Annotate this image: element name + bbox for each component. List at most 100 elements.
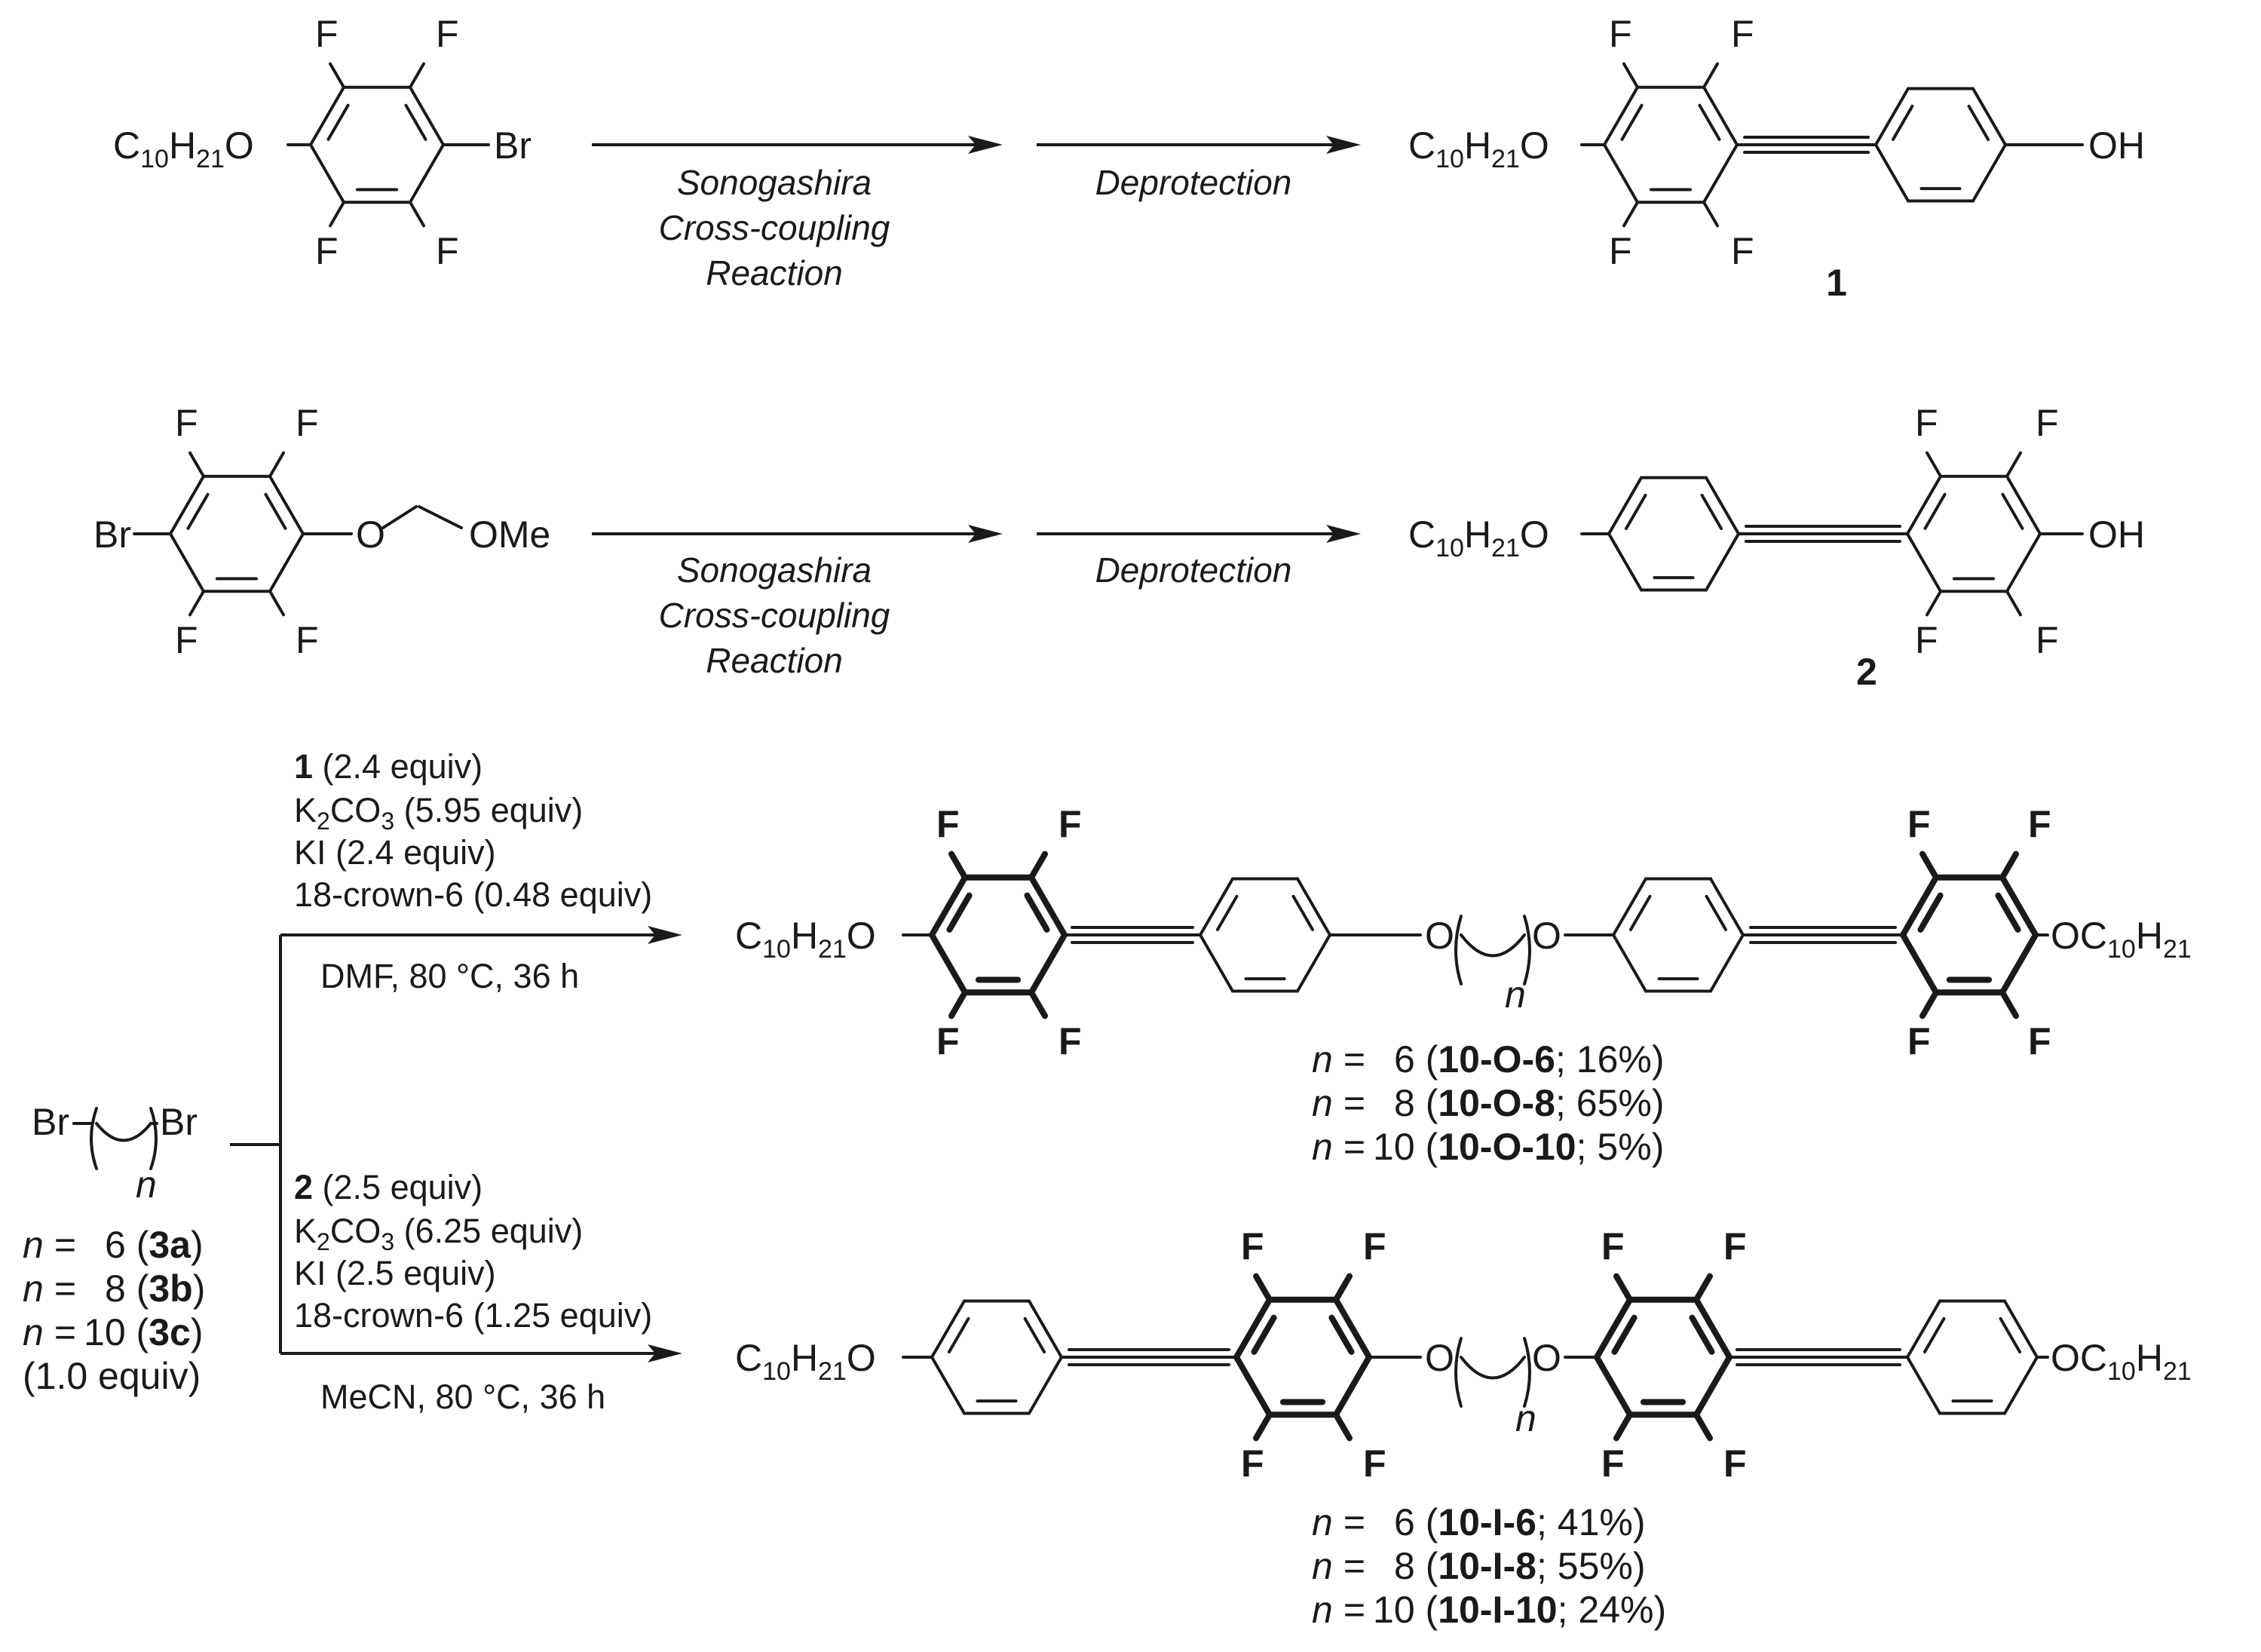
fluoro-atom: F bbox=[1241, 1225, 1264, 1267]
c-f-bond bbox=[188, 590, 205, 617]
c-f-bond bbox=[188, 451, 205, 478]
repeat-bracket bbox=[1523, 915, 1531, 985]
double-bond bbox=[1023, 1316, 1046, 1354]
fluoro-atom: F bbox=[1731, 13, 1754, 55]
product-10-O-dimer: C10H21O F F F F O O n OC10H21 F F F F bbox=[735, 803, 2192, 1062]
reagent-1: 1 (2.4 equiv) bbox=[294, 747, 483, 786]
double-bond bbox=[1995, 892, 2021, 933]
c-f-bond bbox=[1253, 1411, 1273, 1442]
entry-3a: n=6 (3a) bbox=[23, 1224, 204, 1266]
ring-bond bbox=[1906, 532, 1942, 593]
fluoro-atom: F bbox=[296, 402, 319, 444]
double-bond bbox=[1967, 104, 1990, 142]
double-bond bbox=[946, 892, 973, 933]
ring-bond bbox=[929, 874, 968, 938]
yield-row: n=6 (10-O-6; 16%) bbox=[1312, 1038, 1665, 1080]
double-bond bbox=[326, 103, 350, 141]
reagent-crown: 18-crown-6 (0.48 equiv) bbox=[294, 875, 652, 914]
ring-bond bbox=[2005, 532, 2042, 593]
fluoro-atom: F bbox=[1601, 1225, 1625, 1267]
c-f-bond bbox=[409, 62, 425, 89]
c-f-bond bbox=[1028, 851, 1048, 881]
fluoro-atom: F bbox=[315, 230, 339, 272]
repeat-bracket bbox=[149, 1107, 158, 1170]
fluoro-atom: F bbox=[2036, 402, 2059, 444]
deprotection-label: Deprotection bbox=[1095, 163, 1292, 202]
fluoro-atom: F bbox=[436, 13, 459, 55]
c-f-bond bbox=[1613, 1411, 1633, 1442]
ring-bond bbox=[1702, 85, 1739, 146]
repeat-n-label: n bbox=[1505, 973, 1526, 1016]
reaction-label: Reaction bbox=[706, 253, 843, 293]
ring-bond bbox=[1709, 933, 1745, 993]
double-bond bbox=[1891, 104, 1914, 142]
c-f-bond bbox=[329, 201, 345, 228]
row1-starting-material: C10H21O Br F F F F bbox=[113, 13, 532, 272]
double-bond bbox=[1922, 1316, 1946, 1354]
reaction-a-yields: n=6 (10-O-6; 16%) n=8 (10-O-8; 65%) n=10… bbox=[1312, 1038, 1665, 1168]
product-10-I-dimer: C10H21O F F F F O O n F F F F OC10H21 bbox=[735, 1225, 2192, 1485]
double-bond bbox=[1291, 894, 1315, 932]
fluoro-atom: F bbox=[175, 402, 198, 444]
ring-bond bbox=[1333, 1354, 1372, 1418]
reagent-k2co3: K2CO3 (6.25 equiv) bbox=[294, 1212, 583, 1255]
c-f-bond bbox=[1926, 590, 1942, 617]
repeat-n-label: n bbox=[1515, 1397, 1536, 1439]
double-bond bbox=[186, 492, 210, 530]
ring-bond bbox=[1971, 143, 2007, 203]
c-o-bond bbox=[418, 505, 463, 529]
arrow-deprotection-head bbox=[1326, 525, 1361, 543]
ring-bond bbox=[409, 85, 445, 146]
decyloxy-label: C10H21O bbox=[735, 915, 876, 964]
yield-row: n=8 (10-O-8; 65%) bbox=[1312, 1082, 1665, 1124]
ring-bond bbox=[1693, 1354, 1733, 1418]
ring-bond bbox=[1999, 932, 2039, 996]
fluoro-atom: F bbox=[936, 1020, 960, 1062]
double-bond bbox=[264, 492, 287, 530]
ring-bond bbox=[1607, 532, 1643, 592]
repeat-bracket bbox=[1454, 915, 1463, 985]
ring-bond bbox=[2003, 1356, 2039, 1415]
ring-bond bbox=[1607, 476, 1643, 535]
ring-bond bbox=[1900, 932, 1939, 996]
c-f-bond bbox=[1919, 989, 1939, 1019]
alkyl-chain bbox=[1460, 1356, 1526, 1380]
ring-bond bbox=[1199, 877, 1234, 936]
ring-bond bbox=[1874, 143, 1910, 203]
double-bond bbox=[1705, 894, 1728, 932]
c-f-bond bbox=[1702, 62, 1719, 89]
double-bond bbox=[1698, 103, 1721, 141]
bond-lines bbox=[72, 62, 2084, 1442]
reagent-ki: KI (2.4 equiv) bbox=[294, 833, 496, 872]
double-bond bbox=[1999, 1316, 2022, 1354]
decyloxy-label: C10H21O bbox=[735, 1337, 876, 1386]
ring-bond bbox=[1971, 87, 2007, 146]
reaction-a-conditions: DMF, 80 °C, 36 h bbox=[320, 957, 579, 995]
decyloxy-label: OC10H21 bbox=[2051, 1337, 2192, 1386]
double-bond bbox=[1624, 493, 1647, 531]
double-bond bbox=[1923, 492, 1947, 530]
row1-product: C10H21O OH F F F F 1 bbox=[1408, 13, 2145, 304]
reaction-b-yields: n=6 (10-I-6; 41%) n=8 (10-I-8; 55%) n=10… bbox=[1312, 1501, 1666, 1631]
c-f-bond bbox=[1999, 989, 2019, 1019]
c-f-bond bbox=[268, 451, 285, 478]
ring-bond bbox=[309, 85, 345, 146]
reaction-b-conditions: MeCN, 80 °C, 36 h bbox=[320, 1378, 605, 1416]
fluoro-atom: F bbox=[1609, 13, 1632, 55]
c-f-bond bbox=[1926, 451, 1942, 478]
c-f-bond bbox=[1333, 1411, 1353, 1442]
fluoro-atom: F bbox=[2028, 1020, 2051, 1062]
c-f-bond bbox=[1613, 1273, 1633, 1303]
fluoro-atom: F bbox=[2028, 803, 2051, 845]
fluoro-atom: F bbox=[1915, 402, 1938, 444]
c-f-bond bbox=[1702, 201, 1719, 228]
ring-bond bbox=[1296, 933, 1331, 993]
ring-bond bbox=[1296, 877, 1331, 936]
bromo-atom: Br bbox=[494, 124, 532, 167]
c-f-bond bbox=[1028, 989, 1048, 1019]
ring-bond bbox=[1705, 476, 1740, 535]
fluoro-atom: F bbox=[1059, 803, 1082, 845]
ring-bond bbox=[929, 932, 968, 996]
sonogashira-label: Sonogashira bbox=[677, 550, 872, 590]
